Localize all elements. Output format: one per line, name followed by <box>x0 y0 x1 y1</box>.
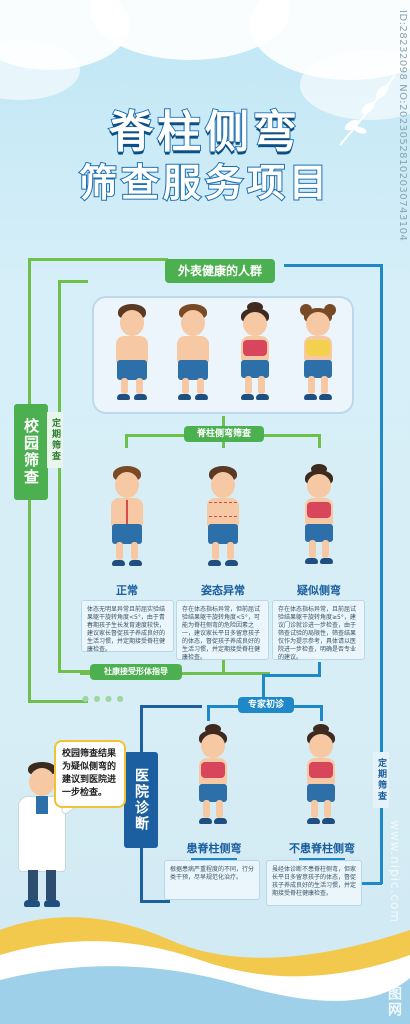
flow-line <box>262 674 265 702</box>
category-desc-normal: 体态无明显异常且前屈实验结果躯干旋转角度<5°，由于青春期孩子生长发育速度较快，… <box>81 600 174 653</box>
flow-line <box>140 900 170 903</box>
healthy-guidance-label: 社康接受形体指导 <box>90 664 182 680</box>
flow-line <box>28 700 88 703</box>
regular-screening-right-label: 定期筛查 <box>373 752 389 808</box>
category-label-suspected: 疑似侧弯 <box>284 582 354 602</box>
category-label-posture: 姿态异常 <box>188 582 258 602</box>
flow-line <box>58 670 98 673</box>
no-scoliosis-figure <box>301 724 341 830</box>
girl-figure-2 <box>298 302 338 404</box>
flow-line <box>318 662 321 676</box>
boy-figure-1 <box>112 304 152 404</box>
dots-decoration: ● ● ● ● <box>82 694 125 703</box>
doctor-figure <box>12 762 83 912</box>
top-group-label: 外表健康的人群 <box>165 259 275 283</box>
doctor-note-bubble: 校园筛查结果为疑似侧弯的建议到医院进一步检查。 <box>54 740 126 808</box>
flow-line <box>140 705 202 708</box>
page-title: 脊柱侧弯 <box>108 106 301 159</box>
watermark-logo: 昵图网 <box>386 970 402 1018</box>
flow-line <box>207 705 210 721</box>
category-desc-posture: 存在体态指标异常，但前屈试验结果躯干旋转角度<5°，可能为脊柱侧弯的危险因素之一… <box>176 600 269 661</box>
diagnosis-label-scoliosis: 患脊柱侧弯 <box>172 840 256 860</box>
flow-line <box>320 705 323 721</box>
normal-figure <box>107 466 147 570</box>
flow-line <box>380 264 383 884</box>
flow-line <box>125 434 128 448</box>
diagnosis-label-no-scoliosis: 不患脊柱侧弯 <box>280 840 364 860</box>
cloud-decoration <box>300 50 410 120</box>
branch-decoration <box>339 74 396 146</box>
boy-figure-2 <box>173 304 213 404</box>
expert-first-visit-label: 专家初诊 <box>238 697 294 713</box>
campus-screening-label: 校园筛查 <box>14 404 48 500</box>
posture-abnormal-figure <box>203 466 243 570</box>
flow-line <box>58 280 88 283</box>
diagnosis-desc-no-scoliosis: 虽经体诊断不患脊柱侧弯，但家长平日多留意孩子的体态，督促孩子养成良好的生活习惯，… <box>266 860 362 906</box>
category-label-normal: 正常 <box>92 582 162 602</box>
girl-figure-1 <box>235 302 275 404</box>
page-subtitle: 筛查服务项目 <box>78 160 331 206</box>
hospital-diagnosis-label: 医院诊断 <box>124 752 158 848</box>
flow-line <box>318 434 321 448</box>
watermark-url: www.nipic.com <box>388 820 402 924</box>
bottom-wave-decoration <box>0 917 410 1024</box>
diagnosis-desc-scoliosis: 根据患病严重程度的不同，行分类干预，尽早规范化治疗。 <box>164 860 260 900</box>
flow-line <box>58 280 61 672</box>
flow-line <box>222 660 225 674</box>
flow-line <box>28 258 168 261</box>
flow-line <box>262 674 321 677</box>
scoliosis-figure <box>193 724 233 830</box>
category-desc-suspected: 存在体态指标异常，且前屈试验结果躯干旋转角度≥5°，建议门诊就诊进一步检查，由于… <box>272 600 365 661</box>
suspected-scoliosis-figure <box>299 464 339 570</box>
watermark-id: ID:28232098 NO:20230528102030743104 <box>397 10 408 242</box>
flow-line <box>284 264 382 267</box>
regular-screening-left-label: 定期筛查 <box>47 412 63 468</box>
spine-screening-label: 脊柱侧弯筛查 <box>184 426 264 442</box>
